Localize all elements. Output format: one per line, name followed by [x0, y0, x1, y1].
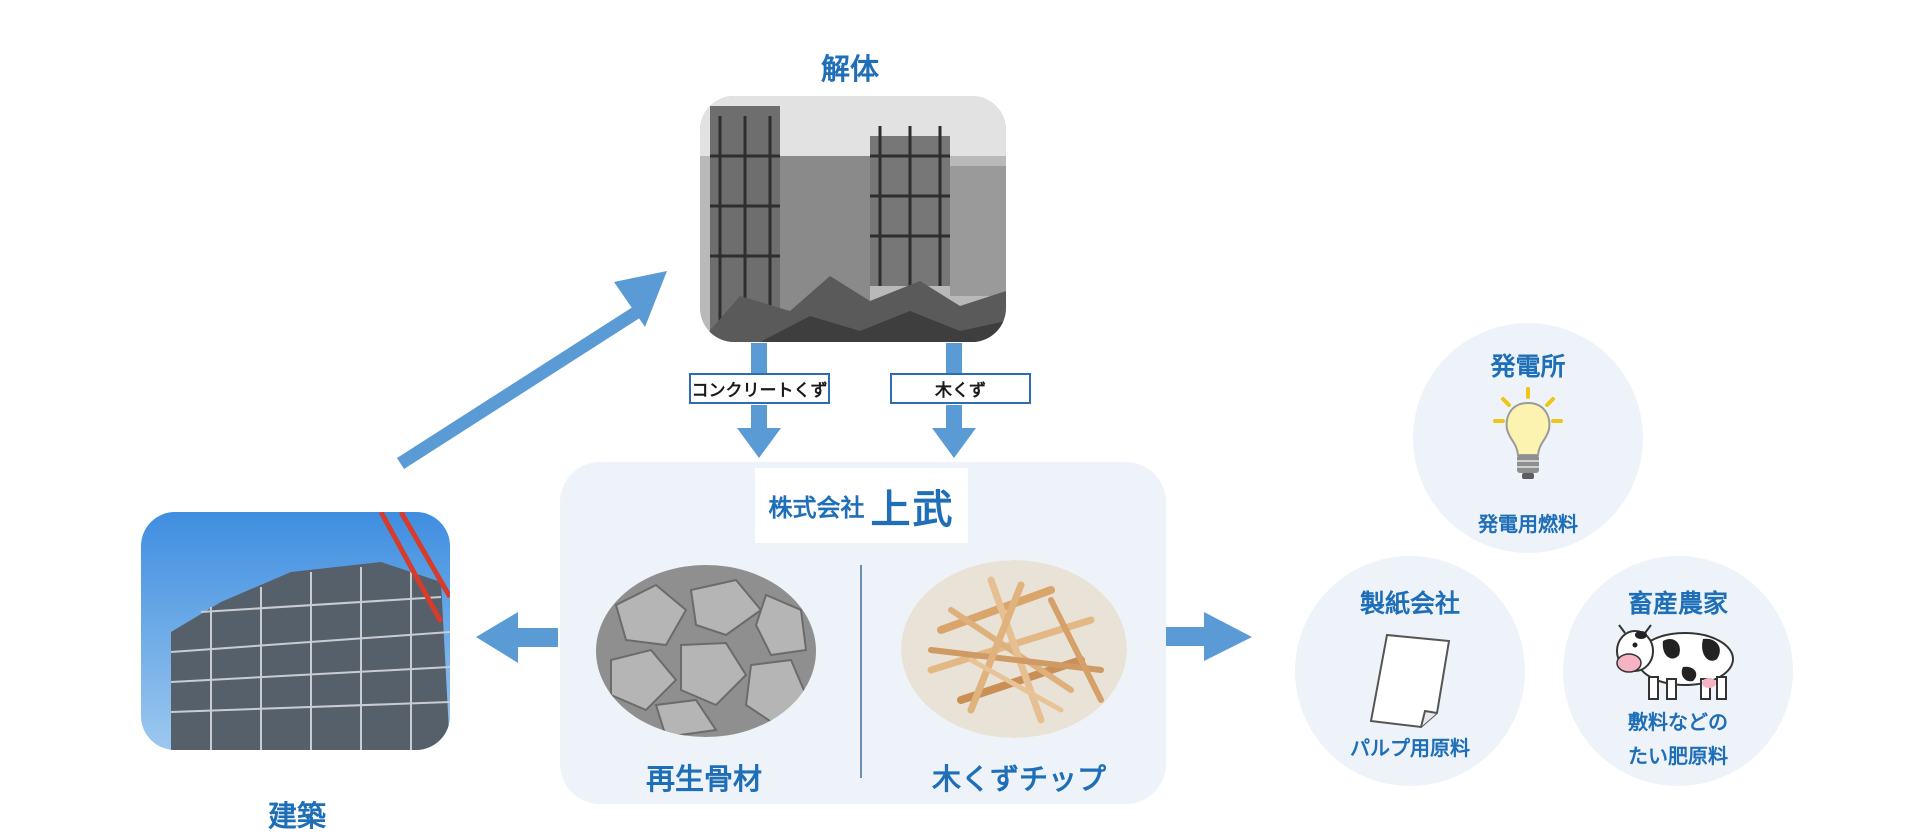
panel-divider [860, 565, 862, 778]
paper-company-circle: 製紙会社 パルプ用原料 [1295, 556, 1525, 786]
demolition-photo [700, 96, 1006, 342]
power-plant-title: 発電所 [1490, 352, 1566, 381]
demolition-title: 解体 [820, 52, 880, 86]
recycled-aggregate-label: 再生骨材 [645, 762, 763, 796]
light-bulb-icon [1493, 387, 1563, 479]
construction-title: 建築 [267, 799, 327, 833]
wood-waste-tag: 木くず [890, 373, 1031, 404]
arrow-wood-down [932, 343, 976, 458]
power-plant-use: 発電用燃料 [1478, 512, 1578, 536]
livestock-farm-circle: 畜産農家 敷料などの たい肥原料 [1563, 556, 1793, 786]
company-name-box: 株式会社 上武 [755, 468, 968, 543]
company-name: 上武 [870, 486, 955, 533]
arrow-construction-to-demolition [397, 271, 667, 469]
paper-company-use: パルプ用原料 [1350, 736, 1470, 760]
paper-company-title: 製紙会社 [1359, 589, 1461, 618]
wood-chips-label: 木くずチップ [931, 762, 1107, 796]
construction-photo [141, 512, 450, 750]
cow-icon [1616, 624, 1734, 700]
livestock-use-line1: 敷料などの [1628, 710, 1728, 734]
arrow-concrete-down [737, 343, 781, 458]
wood-chips-photo [901, 560, 1127, 738]
company-prefix: 株式会社 [768, 494, 865, 522]
concrete-waste-tag: コンクリートくず [689, 373, 830, 404]
recycled-aggregate-photo [596, 565, 816, 737]
paper-sheet-icon [1369, 633, 1451, 729]
power-plant-circle: 発電所 発電用燃料 [1413, 323, 1643, 553]
livestock-use-line2: たい肥原料 [1628, 744, 1728, 768]
arrow-to-destinations [1166, 612, 1252, 661]
livestock-farm-title: 畜産農家 [1627, 589, 1729, 618]
arrow-to-construction [476, 612, 558, 663]
